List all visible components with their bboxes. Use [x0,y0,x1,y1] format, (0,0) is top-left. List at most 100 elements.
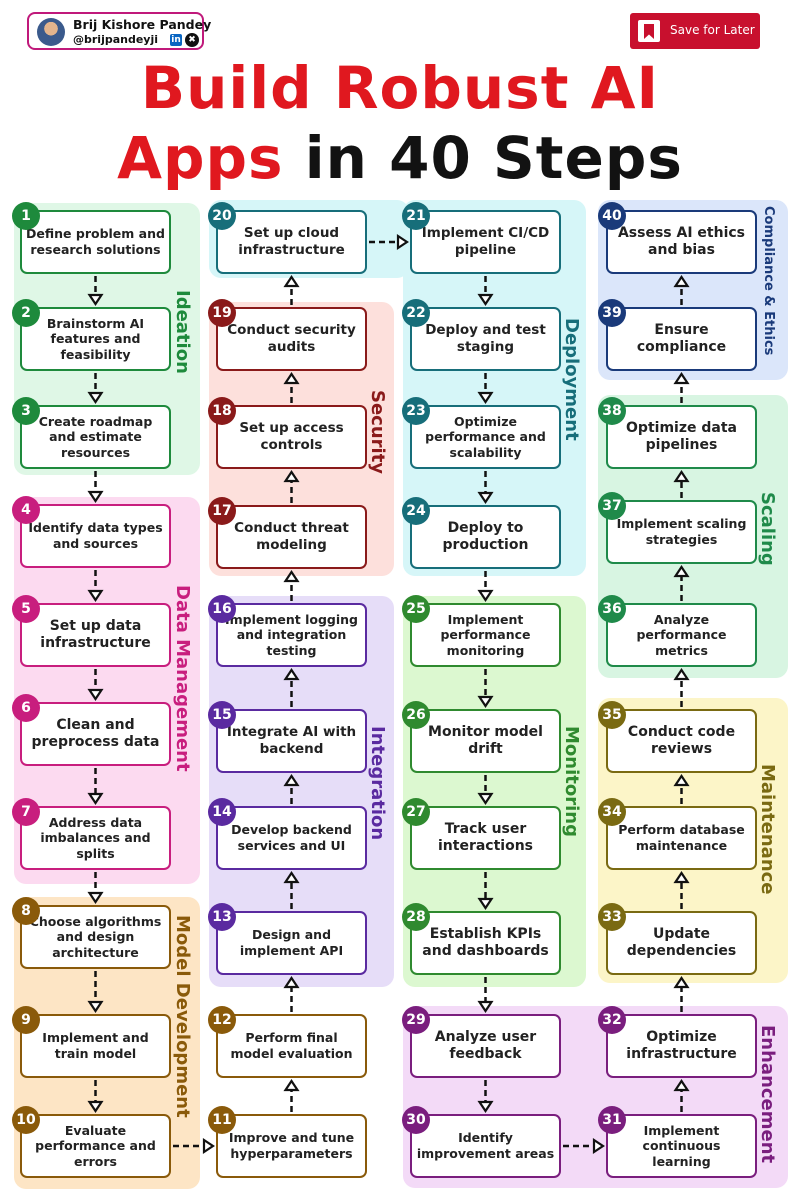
step-22[interactable]: Deploy and test staging [410,307,561,371]
step-15[interactable]: Integrate AI with backend [216,709,367,773]
step-label: Implement and train model [42,1030,149,1061]
step-label: Develop backend services and UI [231,822,352,853]
step-6[interactable]: Clean and preprocess data [20,702,171,766]
step-label: Set up data infrastructure [40,617,151,652]
connector-13-to-14 [283,871,300,909]
step-label: Optimize infrastructure [626,1028,737,1063]
step-label: Implement performance monitoring [440,611,531,658]
step-label: Implement logging and integration testin… [224,611,358,658]
connector-33-to-34 [673,871,690,909]
page-title-line-1: Build Robust AI [140,54,660,122]
step-1[interactable]: Define problem and research solutions [20,210,171,274]
step-label: Implement continuous learning [642,1122,721,1169]
step-21[interactable]: Implement CI/CD pipeline [410,210,561,274]
step-label: Set up cloud infrastructure [238,225,345,258]
step-20[interactable]: Set up cloud infrastructure [216,210,367,274]
step-label: Perform database maintenance [618,822,745,853]
group-label-monitoring: Monitoring [561,726,582,837]
step-14[interactable]: Develop backend services and UI [216,806,367,870]
step-9[interactable]: Implement and train model [20,1014,171,1078]
step-label: Create roadmap and estimate resources [38,413,153,460]
connector-2-to-3 [87,373,104,404]
connector-21-to-22 [477,276,494,306]
step-16[interactable]: Implement logging and integration testin… [216,603,367,667]
step-label: Optimize data pipelines [626,419,737,454]
step-number-badge: 37 [598,492,626,520]
step-17[interactable]: Conduct threat modeling [216,505,367,569]
step-31[interactable]: Implement continuous learning [606,1114,757,1178]
connector-38-to-39 [673,372,690,403]
step-label: Update dependencies [626,925,737,960]
step-4[interactable]: Identify data types and sources [20,504,171,568]
step-32[interactable]: Optimize infrastructure [606,1014,757,1078]
save-for-later-button[interactable]: Save for Later [630,13,760,49]
page-title-rest: in 40 Steps [283,124,683,192]
step-number-badge: 21 [402,202,430,230]
step-number-badge: 23 [402,397,430,425]
step-11[interactable]: Improve and tune hyperparameters [216,1114,367,1178]
step-8[interactable]: Choose algorithms and design architectur… [20,905,171,969]
step-10[interactable]: Evaluate performance and errors [20,1114,171,1178]
step-number-badge: 31 [598,1106,626,1134]
step-label: Implement scaling strategies [616,516,747,547]
step-13[interactable]: Design and implement API [216,911,367,975]
step-35[interactable]: Conduct code reviews [606,709,757,773]
step-19[interactable]: Conduct security audits [216,307,367,371]
step-18[interactable]: Set up access controls [216,405,367,469]
connector-31-to-32 [673,1079,690,1112]
x-icon[interactable]: ✖ [185,33,199,47]
step-29[interactable]: Analyze user feedback [410,1014,561,1078]
step-number-badge: 1 [12,202,40,230]
page-title-apps: Apps [117,124,284,192]
step-5[interactable]: Set up data infrastructure [20,603,171,667]
connector-15-to-16 [283,668,300,707]
step-label: Improve and tune hyperparameters [228,1130,355,1161]
step-26[interactable]: Monitor model drift [410,709,561,773]
group-label-integration: Integration [367,726,388,841]
step-3[interactable]: Create roadmap and estimate resources [20,405,171,469]
step-number-badge: 39 [598,299,626,327]
step-number-badge: 27 [402,798,430,826]
step-number-badge: 28 [402,903,430,931]
step-label: Monitor model drift [428,723,543,758]
step-7[interactable]: Address data imbalances and splits [20,806,171,870]
step-label: Choose algorithms and design architectur… [29,913,162,960]
connector-12-to-13 [283,976,300,1012]
connector-4-to-5 [87,570,104,602]
step-number-badge: 40 [598,202,626,230]
connector-10-to-11 [173,1137,215,1155]
author-card[interactable]: Brij Kishore Pandey @brijpandeyji in ✖ [27,12,211,50]
step-23[interactable]: Optimize performance and scalability [410,405,561,469]
step-27[interactable]: Track user interactions [410,806,561,870]
step-number-badge: 17 [208,497,236,525]
connector-5-to-6 [87,669,104,701]
linkedin-icon[interactable]: in [170,34,182,46]
connector-39-to-40 [673,275,690,305]
step-36[interactable]: Analyze performance metrics [606,603,757,667]
step-33[interactable]: Update dependencies [606,911,757,975]
step-label: Define problem and research solutions [26,226,165,257]
step-number-badge: 13 [208,903,236,931]
connector-37-to-38 [673,470,690,498]
step-number-badge: 9 [12,1006,40,1034]
step-label: Track user interactions [437,820,533,855]
step-34[interactable]: Perform database maintenance [606,806,757,870]
step-label: Implement CI/CD pipeline [421,225,550,258]
step-38[interactable]: Optimize data pipelines [606,405,757,469]
bookmark-icon [638,20,660,42]
step-24[interactable]: Deploy to production [410,505,561,569]
step-number-badge: 36 [598,595,626,623]
step-28[interactable]: Establish KPIs and dashboards [410,911,561,975]
step-25[interactable]: Implement performance monitoring [410,603,561,667]
step-12[interactable]: Perform final model evaluation [216,1014,367,1078]
group-label-deployment: Deployment [561,318,582,441]
step-number-badge: 38 [598,397,626,425]
step-40[interactable]: Assess AI ethics and bias [606,210,757,274]
step-37[interactable]: Implement scaling strategies [606,500,757,564]
step-2[interactable]: Brainstorm AI features and feasibility [20,307,171,371]
step-30[interactable]: Identify improvement areas [410,1114,561,1178]
connector-3-to-4 [87,471,104,503]
step-39[interactable]: Ensure compliance [606,307,757,371]
connector-9-to-10 [87,1080,104,1113]
group-label-maintenance: Maintenance [757,764,778,895]
